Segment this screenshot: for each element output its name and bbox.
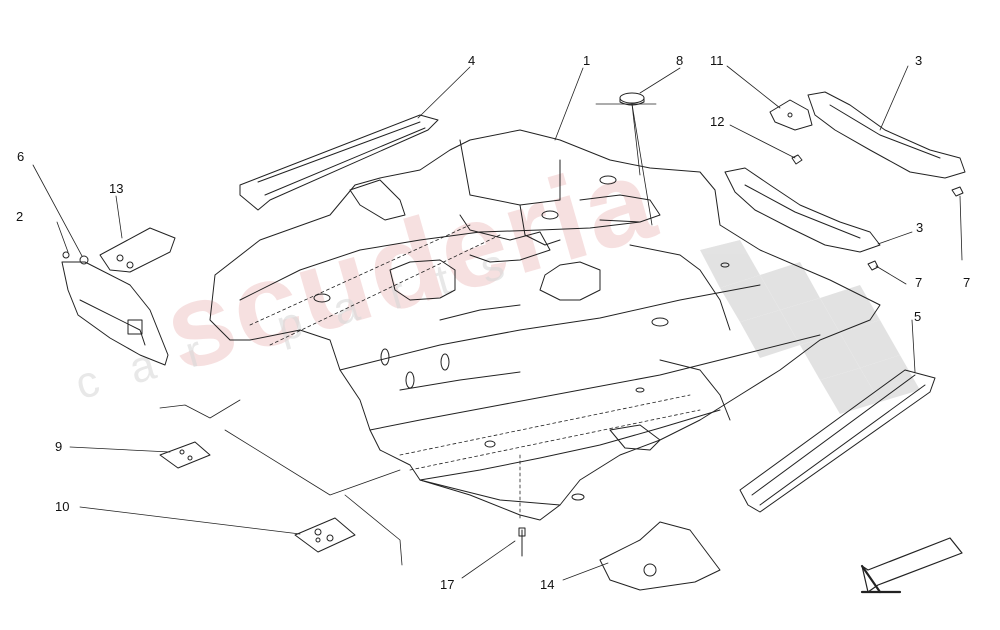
callout-2: 2 <box>16 209 24 224</box>
callout-3b: 3 <box>916 220 924 235</box>
nut-part-12 <box>791 154 803 165</box>
nut-part-2 <box>62 251 70 259</box>
bracket-part-13 <box>99 227 176 273</box>
checkered-flag-watermark <box>700 240 920 414</box>
reference-frame-lines <box>159 399 403 566</box>
right-side-sill <box>739 369 936 513</box>
rear-cross-member-lower <box>724 167 881 253</box>
nut-part-7a <box>867 260 879 271</box>
callout-7a: 7 <box>915 275 923 290</box>
direction-arrow <box>860 537 963 594</box>
callout-14: 14 <box>540 577 555 592</box>
plate-part-10 <box>294 517 356 553</box>
stud-part-17 <box>518 527 526 557</box>
callout-6: 6 <box>17 149 25 164</box>
callout-11: 11 <box>710 53 724 68</box>
callout-3a: 3 <box>915 53 923 68</box>
plate-part-9 <box>159 441 211 469</box>
left-bulkhead-bracket <box>61 261 169 366</box>
callout-8: 8 <box>676 53 684 68</box>
callout-17: 17 <box>440 577 455 592</box>
bracket-part-14 <box>599 521 721 591</box>
nut-part-7b <box>951 186 964 197</box>
nut-part-6 <box>79 255 89 265</box>
callout-13: 13 <box>109 181 124 196</box>
central-floor-panel <box>209 129 881 521</box>
callout-leaders <box>32 65 963 581</box>
callout-7b: 7 <box>963 275 971 290</box>
callout-4: 4 <box>468 53 476 68</box>
dashed-assembly-lines <box>249 224 701 521</box>
callout-1: 1 <box>583 53 591 68</box>
callout-5: 5 <box>914 309 922 324</box>
callout-9: 9 <box>55 439 63 454</box>
grommet-part-8 <box>619 92 645 106</box>
callout-12: 12 <box>710 114 725 129</box>
left-side-sill <box>239 114 439 211</box>
rear-cross-member-upper <box>807 91 966 179</box>
callout-10: 10 <box>55 499 70 514</box>
bracket-part-11 <box>769 99 813 131</box>
